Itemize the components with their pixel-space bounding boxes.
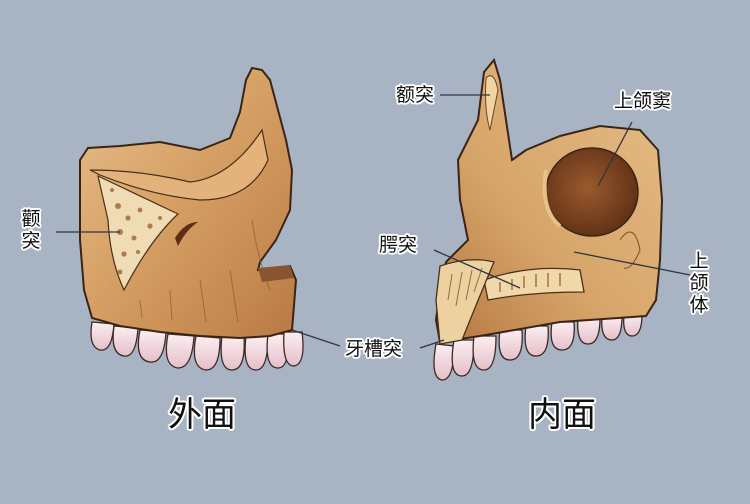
medial-view-bone xyxy=(433,57,664,381)
label-maxillary-sinus: 上颌窦 xyxy=(614,90,672,112)
medial-teeth xyxy=(433,313,643,381)
label-zygomatic-process: 颧突 xyxy=(21,208,41,252)
lateral-teeth xyxy=(90,321,304,371)
title-medial-view: 内面 xyxy=(528,395,596,435)
leader-lines xyxy=(56,94,691,349)
title-lateral-view: 外面 xyxy=(168,395,236,435)
label-palatine-process: 腭突 xyxy=(379,234,418,256)
lateral-view-bone xyxy=(79,66,304,371)
label-maxilla-body: 上颌体 xyxy=(689,250,709,316)
label-alveolar-process: 牙槽突 xyxy=(345,338,403,360)
label-frontal-process: 额突 xyxy=(396,84,435,106)
